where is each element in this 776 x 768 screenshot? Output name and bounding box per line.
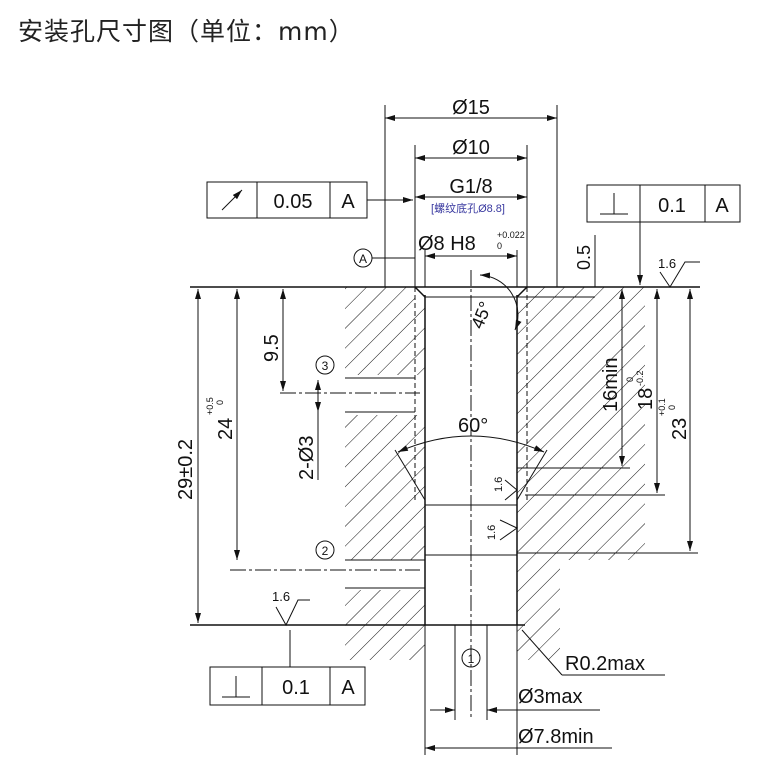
dim-angle60: 60° xyxy=(458,415,488,437)
callouts: 3 2 1 xyxy=(315,355,481,668)
fcf-perpendicularity-bottom: 0.1 A xyxy=(209,630,366,706)
dims-d78-text: Ø7.8min xyxy=(518,726,594,748)
fcf-perpendicularity-top: 0.1 A xyxy=(586,184,741,285)
datum-label: A xyxy=(359,252,367,266)
callouts-1-text: 2 xyxy=(322,544,329,558)
fcf-runout-datum-text: A xyxy=(341,191,355,213)
dims-d23-low-text: 0 xyxy=(667,405,677,410)
bottom-dimensions: R0.2max Ø3max Ø7.8min xyxy=(424,625,665,755)
roughness-2-text: 1.6 xyxy=(486,525,498,540)
dims-holes-text: 2-Ø3 xyxy=(296,436,318,480)
perpendicularity-icon xyxy=(222,676,250,698)
dims-d23-text: 23 xyxy=(669,418,691,440)
fcf-perp-top-value-text: 0.1 xyxy=(658,195,686,217)
fcf-runout-value-text: 0.05 xyxy=(274,191,313,213)
dim-chamfer: 0.5 xyxy=(574,245,594,270)
page-title: 安装孔尺寸图（单位：mm） xyxy=(18,17,355,46)
roughness-3-text: 1.6 xyxy=(272,589,290,604)
fcf-perp-bottom-datum-text: A xyxy=(341,677,355,699)
runout-icon xyxy=(221,189,243,211)
callouts-2-text: 3 xyxy=(322,359,329,373)
dims-d24-up-text: +0.5 xyxy=(205,397,215,415)
thread-note: [螺纹底孔Ø8.8] xyxy=(431,201,505,215)
roughness-symbols: 1.6 1.6 1.6 1.6 xyxy=(272,256,700,627)
callouts-0-text: 1 xyxy=(468,652,475,666)
dims-r02-text: R0.2max xyxy=(565,653,645,675)
dim-d8: Ø8 H8 xyxy=(418,233,476,255)
dims-d23-up-text: +0.1 xyxy=(657,398,667,416)
fcf-perp-top-datum-text: A xyxy=(715,195,729,217)
part-outline xyxy=(190,270,700,720)
dims-d3max-text: Ø3max xyxy=(518,686,582,708)
left-dimensions: 29±0.2 24 +0.5 0 9.5 2-Ø3 xyxy=(175,289,321,623)
dims-d18-low-text: -0.2 xyxy=(635,370,645,386)
d8-tol-upper: +0.022 xyxy=(497,230,525,240)
dims-min16-text: 16min xyxy=(600,358,622,412)
dims-d18-text: 18 xyxy=(635,388,657,410)
fcf-runout: 0.05 A xyxy=(206,181,413,219)
roughness-0-text: 1.6 xyxy=(658,256,676,271)
dims-d24-low-text: 0 xyxy=(215,400,225,405)
d8-tol-lower: 0 xyxy=(497,241,502,251)
dim-d15: Ø15 xyxy=(452,97,490,119)
dim-d10: Ø10 xyxy=(452,137,490,159)
dims-d95-text: 9.5 xyxy=(261,334,283,362)
fcf-perp-bottom-value-text: 0.1 xyxy=(282,677,310,699)
dims-d18-up-text: 0 xyxy=(625,377,635,382)
dim-g18: G1/8 xyxy=(449,176,492,198)
perpendicularity-icon xyxy=(600,193,628,215)
dims-d29-text: 29±0.2 xyxy=(175,439,197,500)
right-dimensions: 16min 18 0 -0.2 23 +0.1 0 xyxy=(517,289,698,554)
section-hatch xyxy=(345,287,645,665)
top-dimensions: Ø15 Ø10 G1/8 [螺纹底孔Ø8.8] Ø8 H8 +0.022 0 A… xyxy=(353,97,596,453)
roughness-1-text: 1.6 xyxy=(493,477,505,492)
dims-d24-text: 24 xyxy=(215,418,237,440)
